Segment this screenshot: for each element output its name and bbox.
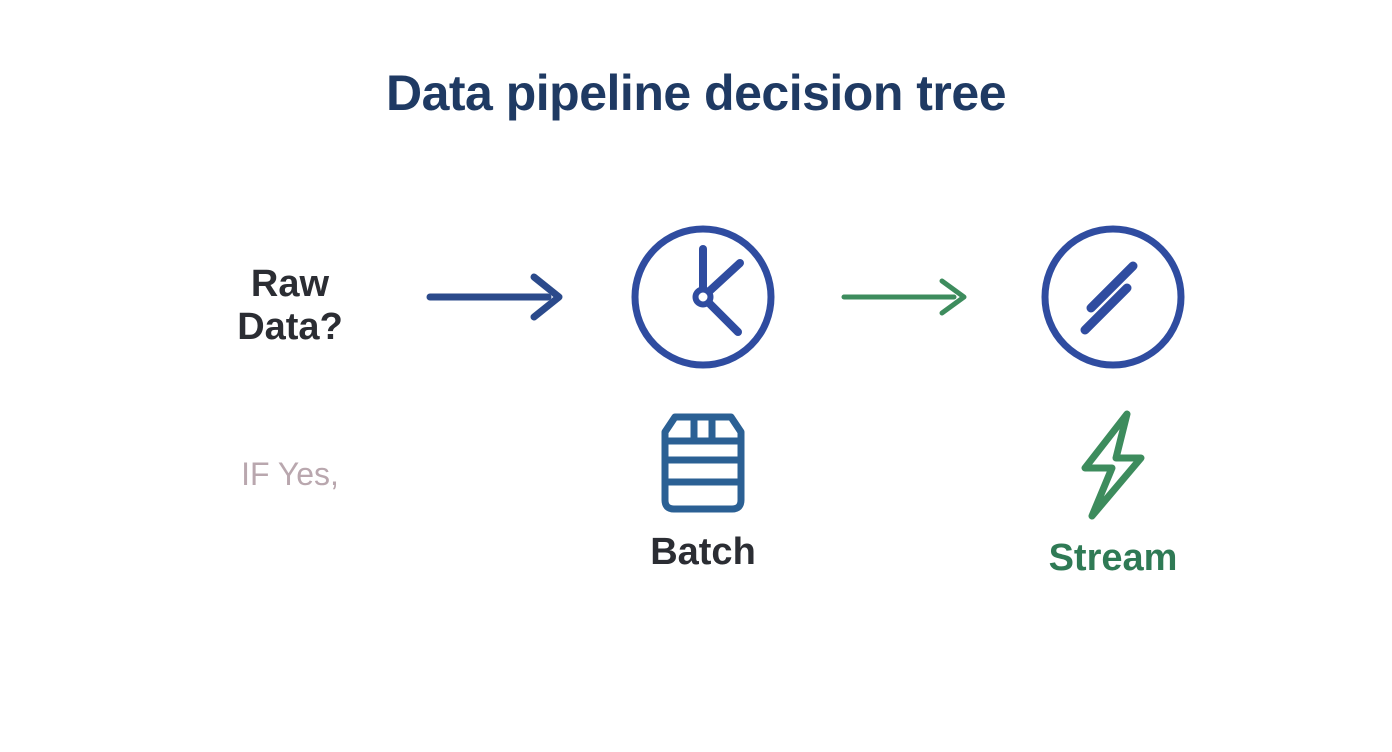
arrow-batch-to-stream xyxy=(836,272,982,322)
arrow-right-icon xyxy=(426,273,563,321)
decision-question-line-2: Data? xyxy=(237,305,343,348)
decision-question: Raw Data? xyxy=(180,263,400,348)
node-stream[interactable]: Stream xyxy=(988,222,1238,580)
database-stack-icon xyxy=(661,413,745,513)
node-label-batch: Batch xyxy=(650,531,756,573)
decision-question-line-1: Raw xyxy=(250,263,330,305)
lightning-bolt-icon xyxy=(1081,410,1145,520)
condition-label-if-yes: IF Yes, xyxy=(241,456,339,492)
clock-icon xyxy=(631,225,775,369)
page-title: Data pipeline decision tree xyxy=(385,65,1007,121)
node-batch[interactable]: Batch xyxy=(578,222,828,574)
arrow-right-icon xyxy=(841,278,967,316)
arrow-raw-data-to-batch xyxy=(420,268,580,326)
stream-slashes-icon xyxy=(1041,225,1185,369)
node-label-stream: Stream xyxy=(1048,537,1178,579)
